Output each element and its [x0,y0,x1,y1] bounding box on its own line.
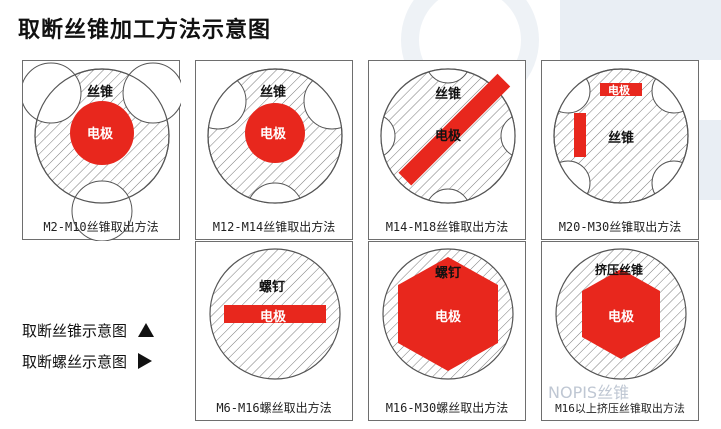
electrode-bar [398,73,511,186]
tap-diagram [207,68,343,204]
triangle-up-icon [137,322,154,341]
electrode-circle [245,103,305,163]
triangle-right-icon [137,352,152,373]
label-electrode: 电极 [435,129,462,144]
label-electrode: 电极 [608,84,630,97]
label-screw: 螺钉 [259,280,286,295]
label-electrode: 电极 [608,310,635,325]
label-tap: 丝锥 [87,85,114,100]
diagram-card-m6-m16: 螺钉 电极 M6-M16螺丝取出方法 [195,241,353,421]
label-electrode: 电极 [435,310,462,325]
label-electrode: 电极 [260,310,287,325]
screw-diagram [209,248,341,380]
electrode-circle [70,101,134,165]
tap-diagram [553,68,689,204]
watermark-text: NOPIS丝锥 [548,383,630,402]
label-electrode: 电极 [260,127,287,142]
diagram-card-m14-m18: 丝锥 电极 M14-M18丝锥取出方法 [368,60,526,240]
page-title: 取断丝锥加工方法示意图 [18,18,272,43]
legend-screw: 取断螺丝示意图 [22,351,152,373]
tap-diagram [380,68,516,204]
legend-tap: 取断丝锥示意图 [22,320,154,341]
electrode-hexagon [582,269,660,359]
electrode-hexagon [398,257,498,371]
card-caption: M6-M16螺丝取出方法 [216,401,332,415]
card-caption: M12-M14丝锥取出方法 [212,220,336,234]
label-tap: 丝锥 [260,85,287,100]
label-tap: 丝锥 [435,87,462,102]
electrode-bar-vertical [574,113,586,157]
diagram-card-m2-m10: 丝锥 电极 M2-M10丝锥取出方法 [22,60,181,241]
electrode-bar-horizontal [600,83,642,96]
legend-tap-label: 取断丝锥示意图 [22,322,128,340]
label-screw: 螺钉 [435,266,462,281]
card-caption: M14-M18丝锥取出方法 [385,220,509,234]
diagram-card-m16-m30: 螺钉 电极 M16-M30螺丝取出方法 [368,241,526,421]
card-caption: M20-M30丝锥取出方法 [558,220,682,234]
card-caption: M2-M10丝锥取出方法 [43,220,159,234]
tap-diagram [23,62,181,241]
screw-diagram [382,248,514,380]
card-caption: M16-M30螺丝取出方法 [385,401,509,415]
diagram-card-m12-m14: 丝锥 电极 M12-M14丝锥取出方法 [195,60,353,240]
label-extrusion-tap: 挤压丝锥 [595,263,644,277]
diagram-card-m16-plus: 挤压丝锥 电极 M16以上挤压丝锥取出方法 [541,241,699,421]
electrode-bar [224,305,326,323]
diagram-card-m20-m30: 电极 丝锥 M20-M30丝锥取出方法 [541,60,699,240]
card-caption: M16以上挤压丝锥取出方法 [555,402,685,415]
label-electrode: 电极 [87,127,114,142]
legend-screw-label: 取断螺丝示意图 [22,353,128,371]
label-tap: 丝锥 [608,131,635,146]
screw-diagram [555,248,687,380]
